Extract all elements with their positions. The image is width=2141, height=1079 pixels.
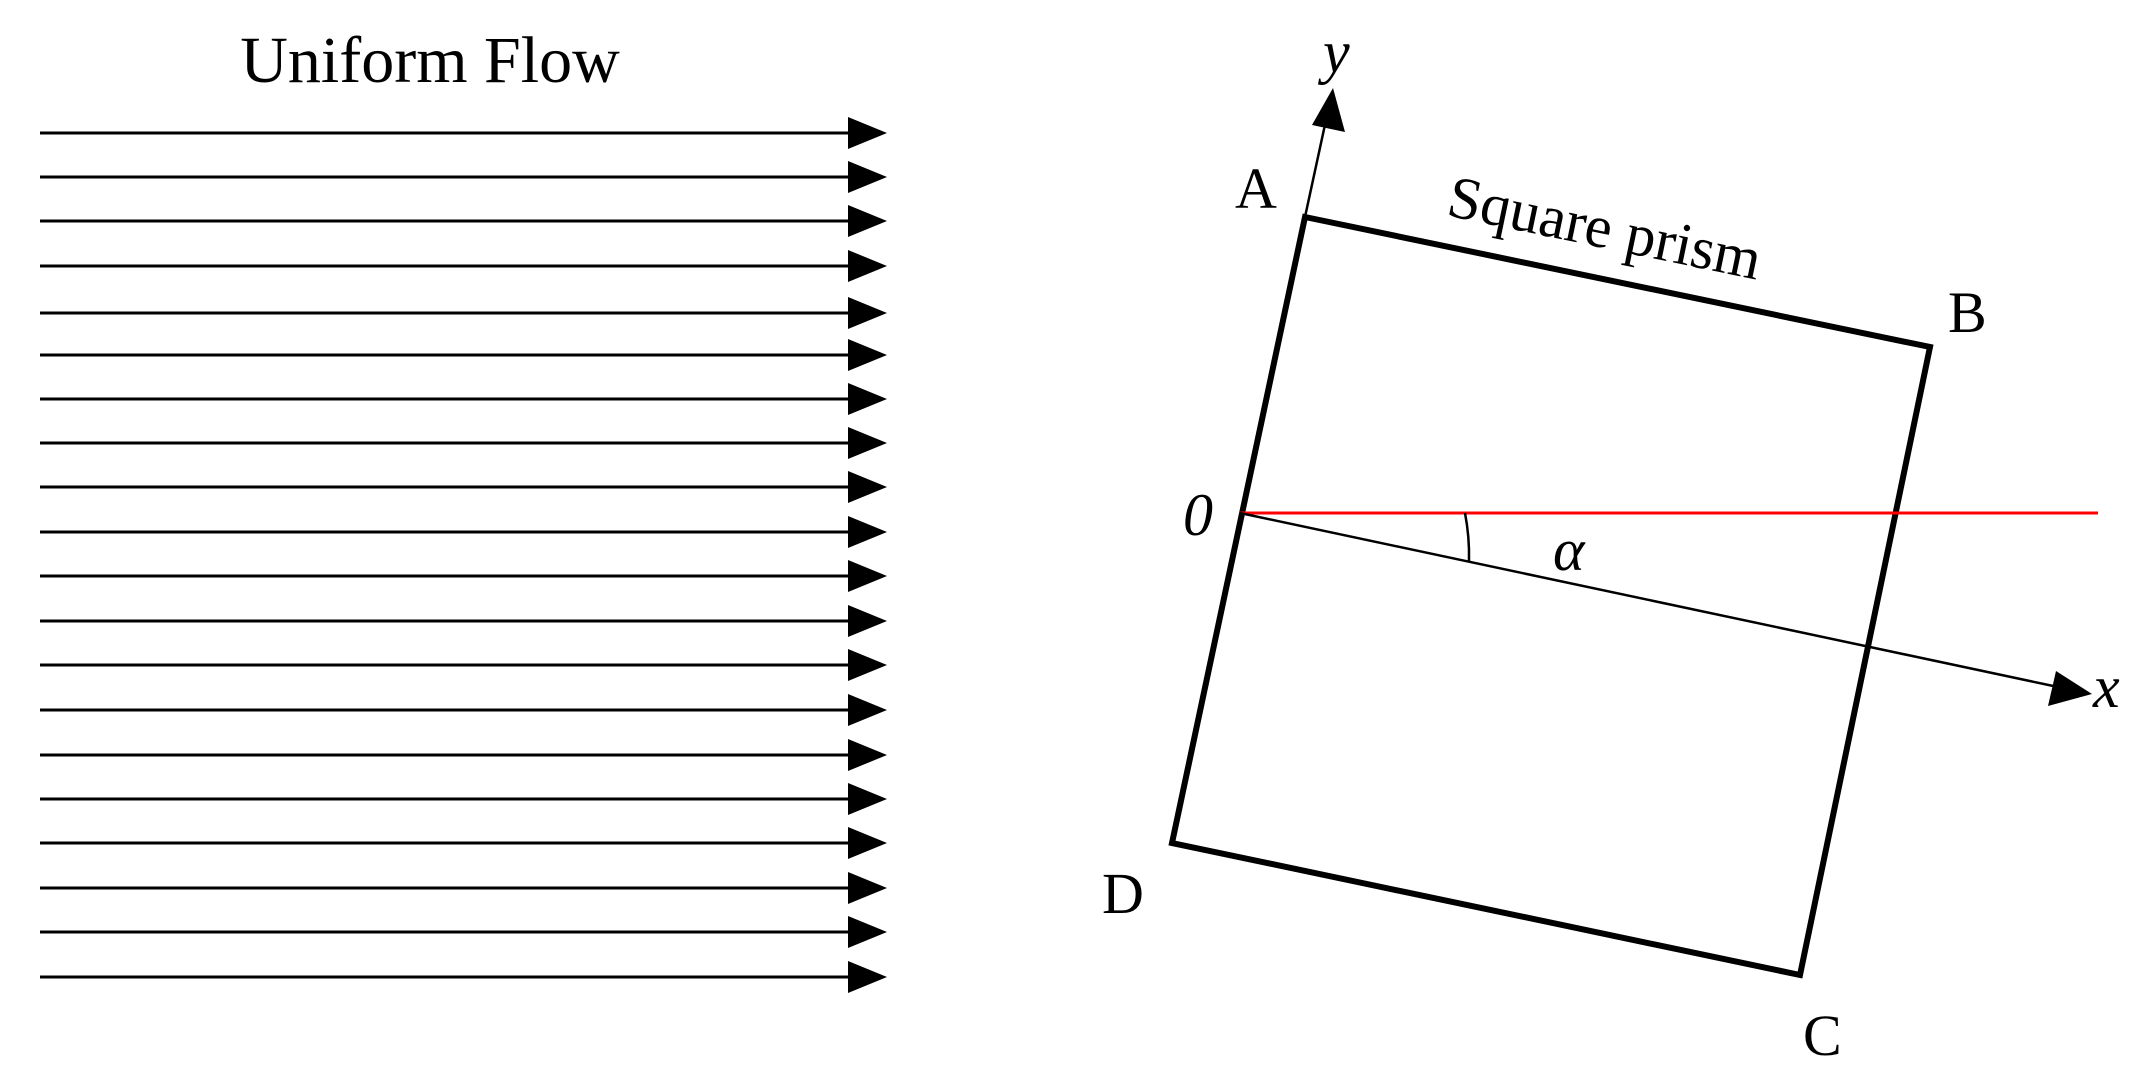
flow-arrowhead <box>848 605 887 637</box>
flow-arrowhead <box>848 694 887 726</box>
flow-arrowhead <box>848 783 887 815</box>
flow-arrowhead <box>848 872 887 904</box>
flow-arrowhead <box>848 516 887 548</box>
vertex-a-label: A <box>1235 156 1277 221</box>
vertex-c-label: C <box>1803 1003 1842 1068</box>
flow-arrowhead <box>848 161 887 193</box>
alpha-angle-arc <box>1463 512 1471 562</box>
x-axis <box>1239 511 2059 689</box>
y-axis-arrowhead <box>1312 88 1345 132</box>
y-axis <box>1303 119 1328 218</box>
x-axis-label: x <box>2092 654 2120 720</box>
flow-arrows <box>40 117 887 993</box>
square-prism-label: Square prism <box>1442 163 1767 292</box>
flow-arrowhead <box>848 649 887 681</box>
origin-label: 0 <box>1183 482 1213 548</box>
vertex-d-label: D <box>1102 861 1144 926</box>
flow-arrowhead <box>848 205 887 237</box>
square-prism <box>1168 213 1934 979</box>
flow-arrowhead <box>848 383 887 415</box>
flow-arrowhead <box>848 427 887 459</box>
uniform-flow-title: Uniform Flow <box>240 24 620 97</box>
flow-arrowhead <box>848 471 887 503</box>
flow-arrowhead <box>848 560 887 592</box>
flow-arrowhead <box>848 117 887 149</box>
x-axis-arrowhead <box>2048 671 2092 706</box>
vertex-b-label: B <box>1948 280 1987 345</box>
alpha-label: α <box>1553 517 1586 583</box>
flow-arrowhead <box>848 827 887 859</box>
flow-arrowhead <box>848 297 887 329</box>
flow-arrowhead <box>848 250 887 282</box>
y-axis-label: y <box>1317 19 1350 85</box>
flow-arrowhead <box>848 916 887 948</box>
flow-arrowhead <box>848 961 887 993</box>
flow-arrowhead <box>848 339 887 371</box>
flow-arrowhead <box>848 739 887 771</box>
